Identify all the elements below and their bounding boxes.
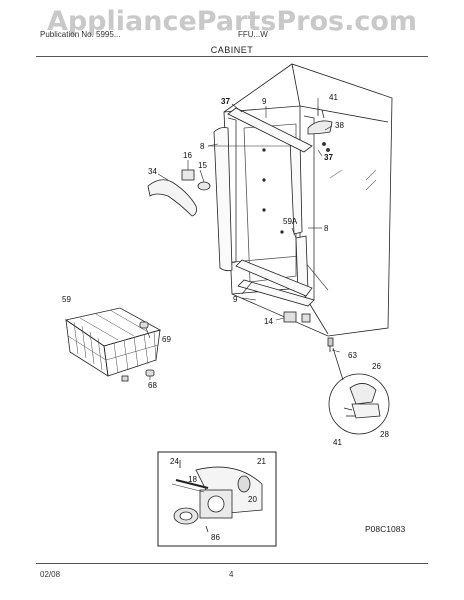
footer-page-number: 4 bbox=[229, 570, 234, 579]
header-rule bbox=[36, 56, 428, 57]
callout-68: 68 bbox=[148, 381, 157, 390]
handle-bracket bbox=[181, 169, 211, 191]
callout-34: 34 bbox=[148, 167, 157, 176]
light-assembly-box bbox=[157, 451, 277, 547]
gasket-strip bbox=[213, 127, 309, 293]
callout-59: 59 bbox=[62, 295, 71, 304]
callout-41: 41 bbox=[329, 93, 338, 102]
callout-8: 8 bbox=[324, 224, 329, 233]
leveling-leg bbox=[283, 311, 311, 323]
callout-69: 69 bbox=[162, 335, 171, 344]
hinge-detail-circle bbox=[328, 347, 390, 435]
callout-38: 38 bbox=[335, 121, 344, 130]
freezer-basket bbox=[65, 307, 162, 377]
callout-24: 24 bbox=[170, 457, 179, 466]
top-hinge bbox=[307, 106, 333, 135]
publication-number: Publication No. 5995... bbox=[40, 30, 121, 39]
callout-8: 8 bbox=[200, 142, 205, 151]
gasket-bar-top bbox=[227, 107, 313, 153]
cabinet-body bbox=[223, 63, 393, 337]
callout-18: 18 bbox=[188, 475, 197, 484]
callout-28: 28 bbox=[380, 430, 389, 439]
section-title: CABINET bbox=[210, 45, 254, 55]
callout-9: 9 bbox=[233, 295, 238, 304]
callout-20: 20 bbox=[248, 495, 257, 504]
callout-9: 9 bbox=[262, 97, 267, 106]
callout-16: 16 bbox=[183, 151, 192, 160]
callout-37: 37 bbox=[221, 97, 230, 106]
callout-59a: 59A bbox=[283, 217, 298, 226]
door-handle bbox=[147, 179, 197, 217]
callout-37: 37 bbox=[324, 153, 333, 162]
bottom-screw bbox=[327, 337, 334, 352]
watermark-logo: AppliancePartsPros.com bbox=[46, 6, 418, 37]
callout-41: 41 bbox=[333, 438, 342, 447]
diagram-code: P08C1083 bbox=[365, 524, 406, 534]
gasket-bar-bottom bbox=[235, 259, 315, 307]
callout-21: 21 bbox=[257, 457, 266, 466]
model-number: FFU...W bbox=[238, 30, 268, 39]
callout-15: 15 bbox=[198, 161, 207, 170]
callout-86: 86 bbox=[211, 533, 220, 542]
leader-lines bbox=[145, 98, 341, 380]
footer-date: 02/08 bbox=[40, 570, 61, 579]
callout-63: 63 bbox=[348, 351, 357, 360]
callout-26: 26 bbox=[372, 362, 381, 371]
footer-rule bbox=[36, 563, 428, 564]
callout-14: 14 bbox=[264, 317, 273, 326]
basket-clip bbox=[121, 321, 155, 382]
